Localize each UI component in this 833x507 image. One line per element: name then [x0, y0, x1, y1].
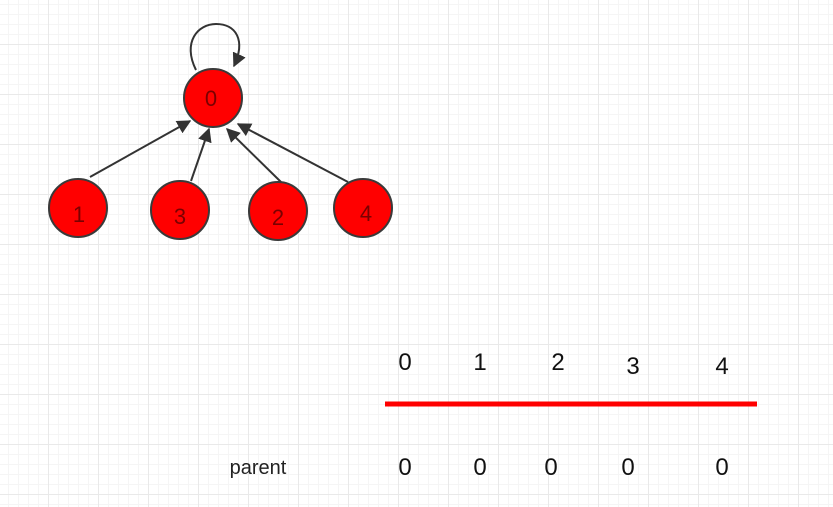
parent-value: 0: [473, 454, 486, 481]
array-index: 2: [551, 349, 564, 376]
array-index: 0: [398, 349, 411, 376]
edge-3-to-0: [190, 127, 212, 182]
tree-node-1: 1: [48, 178, 108, 238]
edge-2-to-0: [226, 128, 282, 183]
array-index: 1: [473, 349, 486, 376]
edge-4-to-0: [236, 123, 349, 183]
tree-node-label: 4: [360, 201, 372, 226]
tree-node-0: 0: [183, 68, 243, 128]
edge-1-to-0: [89, 120, 192, 178]
tree-node-2: 2: [248, 181, 308, 241]
tree-node-3: 3: [150, 180, 210, 240]
array-index: 4: [715, 353, 728, 380]
parent-row-label: parent: [230, 457, 287, 479]
parent-value: 0: [621, 454, 634, 481]
parent-value: 0: [715, 454, 728, 481]
parent-value: 0: [544, 454, 557, 481]
tree-node-label: 3: [174, 204, 186, 229]
tree-node-label: 0: [205, 86, 217, 111]
tree-node-label: 2: [272, 205, 284, 230]
array-index: 3: [626, 353, 639, 380]
tree-node-4: 4: [333, 178, 393, 238]
parent-value: 0: [398, 454, 411, 481]
self-loop-edge-0: [189, 22, 246, 71]
tree-node-label: 1: [73, 202, 85, 227]
